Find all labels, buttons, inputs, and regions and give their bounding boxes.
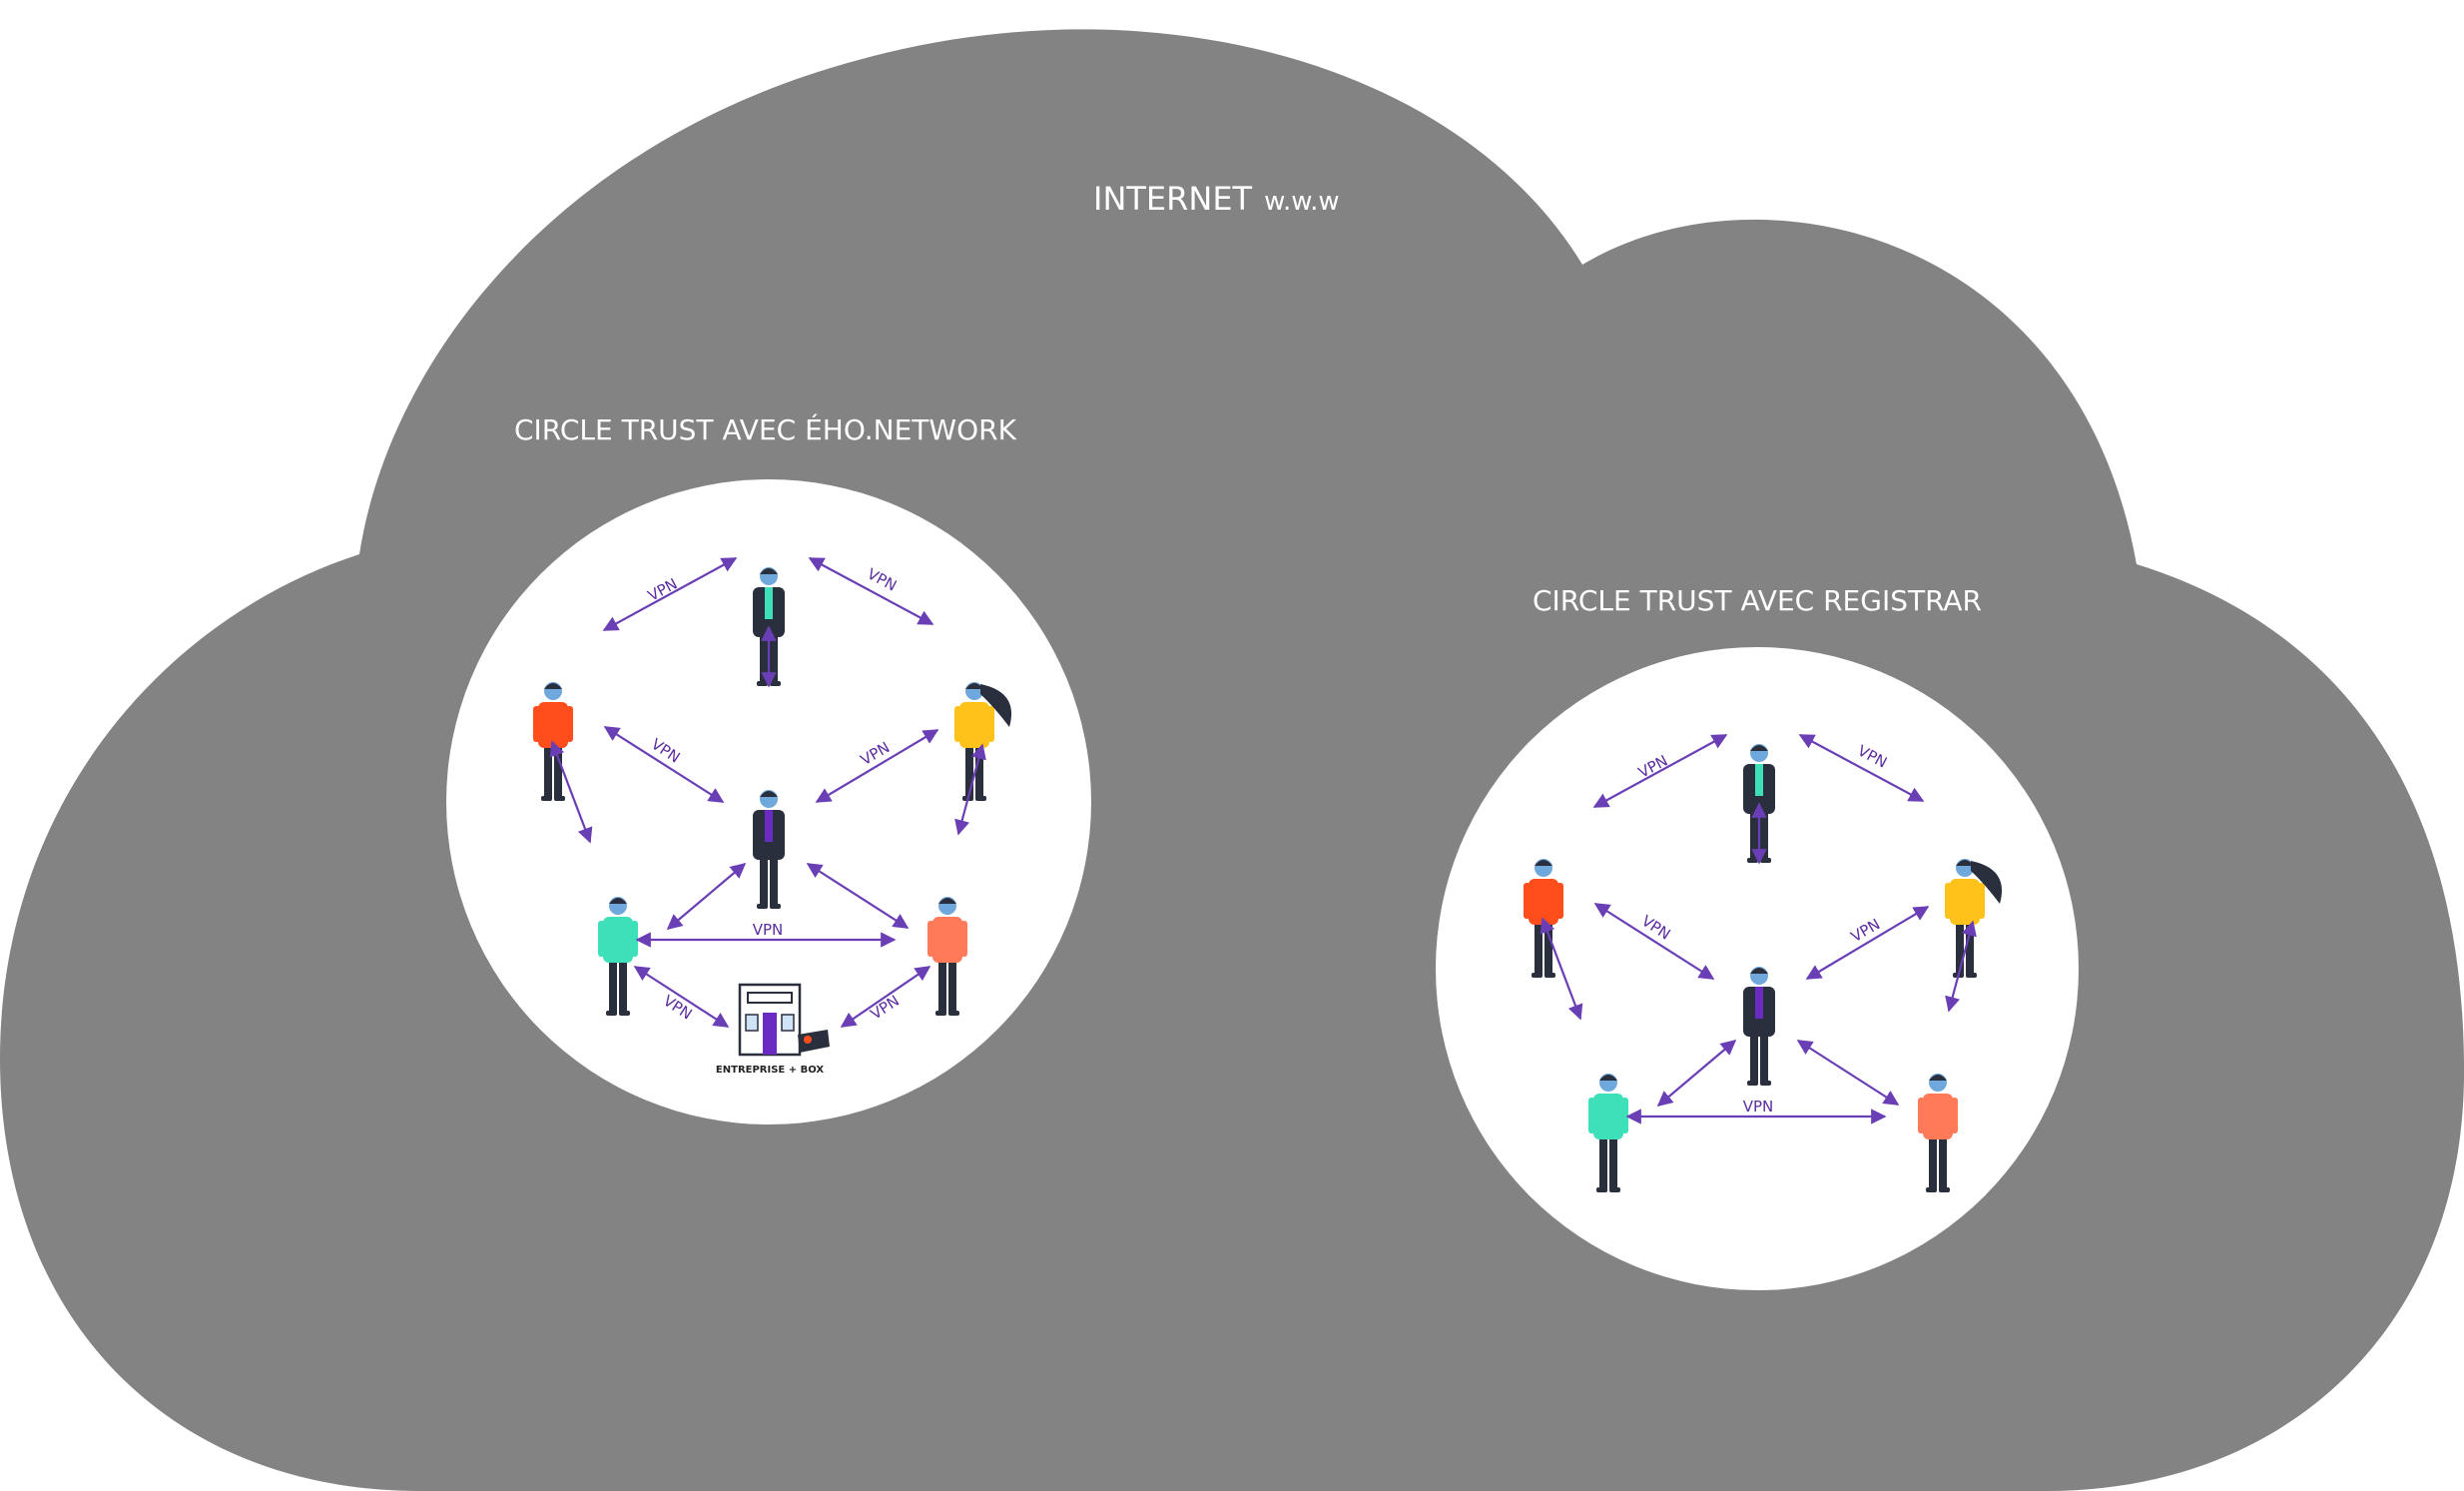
- arrow-left-bottom: [1540, 917, 1583, 1021]
- arrow-right-center: [1805, 906, 1930, 980]
- arrow-left-bottom: [549, 740, 593, 844]
- arrow-br-center: [1796, 1040, 1900, 1106]
- person-bottom-right: [927, 897, 967, 1016]
- arrow-left-center: [603, 726, 725, 803]
- person-center: [753, 790, 785, 909]
- person-bottom-right: [1918, 1074, 1958, 1192]
- arrow-right-center: [815, 729, 939, 803]
- arrow-bl-center: [1656, 1040, 1737, 1107]
- arrow-top-left: [1592, 734, 1728, 808]
- arrow-left-center: [1593, 903, 1715, 980]
- business-label: ENTREPRISE + BOX: [716, 1065, 824, 1076]
- vpn-label: VPN: [1743, 1098, 1774, 1116]
- internet-cloud: [0, 29, 2464, 1491]
- person-center: [1743, 967, 1775, 1086]
- arrow-bl-business: [633, 966, 730, 1028]
- arrow-right-bottom: [954, 743, 986, 836]
- arrow-br-center: [806, 863, 910, 929]
- circle-title-registrar: CIRCLE TRUST AVEC REGISTRAR: [1533, 584, 1982, 617]
- person-bottom-left: [598, 897, 638, 1016]
- arrow-top-left: [602, 557, 738, 631]
- person-bottom-left: [1588, 1074, 1628, 1192]
- arrow-top-right: [808, 557, 934, 625]
- vpn-label: VPN: [753, 921, 784, 939]
- arrow-right-bottom: [1945, 920, 1977, 1013]
- arrow-top-right: [1798, 734, 1925, 802]
- circle-title-eho: CIRCLE TRUST AVEC ÉHO.NETWORK: [514, 412, 1017, 446]
- arrow-br-business: [840, 966, 931, 1028]
- arrow-bl-center: [666, 863, 747, 930]
- business-box: ENTREPRISE + BOX: [716, 983, 830, 1076]
